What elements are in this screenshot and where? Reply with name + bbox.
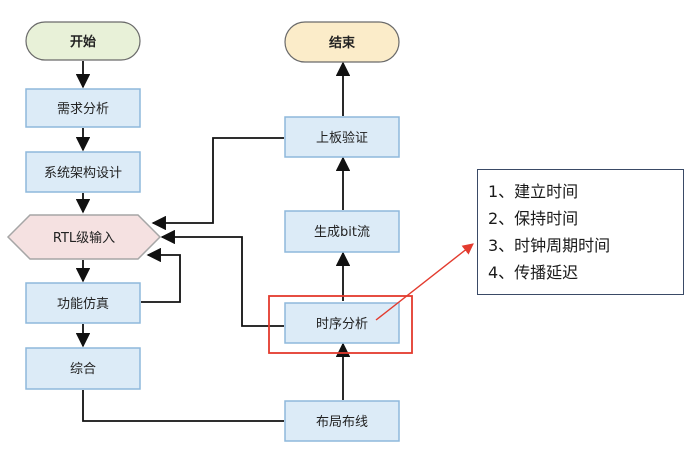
start-label: 开始: [70, 34, 96, 50]
process-rtl-input: RTL级输入: [6, 214, 162, 260]
bitstream-box: [284, 210, 400, 253]
board-verify-label: 上板验证: [316, 130, 368, 146]
note-item: 3、时钟周期时间: [488, 236, 611, 255]
timing-checks-note: 1、建立时间 2、保持时间 3、时钟周期时间 4、传播延迟: [477, 169, 684, 295]
process-board-verify: 上板验证: [284, 116, 400, 158]
process-place-route: 布局布线: [284, 400, 400, 442]
process-architecture: 系统架构设计: [25, 151, 141, 193]
note-item: 2、保持时间: [488, 209, 579, 228]
edge-funcsim-loop-to-rtl: [141, 247, 181, 303]
board-verify-box: [284, 116, 400, 158]
architecture-label: 系统架构设计: [44, 166, 122, 181]
process-bitstream: 生成bit流: [284, 210, 400, 253]
process-requirements: 需求分析: [25, 88, 141, 128]
func-sim-box: [25, 282, 141, 324]
note-item: 1、建立时间: [488, 182, 579, 201]
edge-timing-back-to-rtl: [160, 229, 284, 327]
timing-highlight-frame: [268, 295, 413, 354]
start-terminal: 开始: [25, 21, 141, 61]
note-item: 4、传播延迟: [488, 263, 579, 282]
end-label: 结束: [329, 35, 356, 51]
end-terminal: 结束: [284, 21, 400, 63]
highlight-pointer-arrow: [375, 243, 474, 321]
synthesis-box: [25, 347, 141, 390]
requirements-label: 需求分析: [57, 102, 109, 117]
process-timing-analysis: 时序分析: [268, 295, 413, 354]
rtl-input-label: RTL级输入: [53, 230, 115, 246]
architecture-box: [25, 151, 141, 193]
timing-analysis-label: 时序分析: [316, 317, 368, 332]
bitstream-label: 生成bit流: [314, 225, 370, 240]
connectors: [75, 61, 351, 422]
edge-synthesis-to-placeroute: [82, 390, 284, 422]
place-route-box: [284, 400, 400, 442]
edge-boardverify-back-to-rtl: [151, 137, 284, 231]
synthesis-label: 综合: [70, 362, 96, 377]
func-sim-label: 功能仿真: [57, 297, 109, 312]
process-synthesis: 综合: [25, 347, 141, 390]
timing-analysis-box: [284, 302, 400, 344]
process-func-sim: 功能仿真: [25, 282, 141, 324]
place-route-label: 布局布线: [316, 415, 368, 430]
rtl-input-hexagon: [6, 214, 162, 260]
start-terminal-shape: [25, 21, 141, 61]
requirements-box: [25, 88, 141, 128]
end-terminal-shape: [284, 21, 400, 63]
